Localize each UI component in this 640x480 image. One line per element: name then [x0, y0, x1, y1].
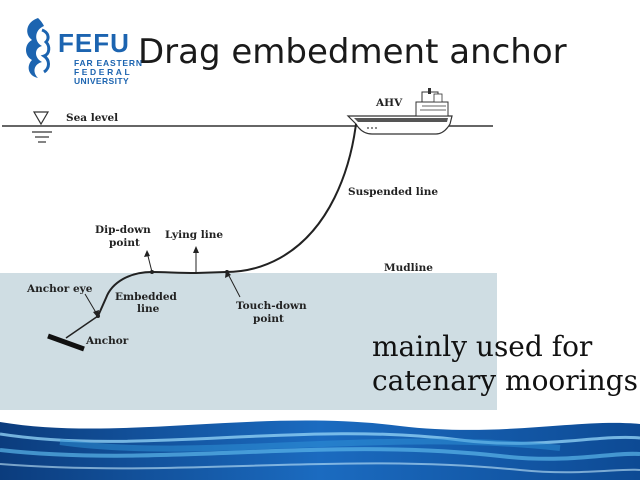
note-line-1: mainly used for [372, 330, 593, 363]
slide-title: Drag embedment anchor [138, 32, 567, 72]
note-line-2: catenary moorings [372, 364, 638, 397]
anchor-eye-arrow [84, 293, 100, 318]
anchor-label: Anchor [85, 335, 129, 347]
mudline-label: Mudline [384, 262, 433, 274]
seahorse-logo-icon [26, 18, 51, 78]
ahv-label: AHV [375, 97, 403, 109]
embedded-line-label-line-1: Embedded [115, 291, 177, 303]
dip-down-label-line-2: point [109, 237, 140, 249]
embedded-line-label-line-2: line [137, 303, 160, 315]
dip-down-label-line-1: Dip-down [95, 224, 151, 236]
touch-down-arrow [225, 270, 241, 298]
logo-line-1: FAR EASTERN [74, 58, 143, 68]
anchor-fluke [47, 333, 85, 352]
anchor-diagram: Sea level AHV Mudline Suspended line Dip… [0, 88, 497, 410]
logo-line-2: FEDERAL [74, 67, 133, 77]
logo-wordmark: FEFU [58, 28, 130, 58]
note-text: mainly used for catenary moorings [372, 330, 638, 398]
mooring-line [97, 123, 357, 317]
sea-level-label: Sea level [66, 112, 118, 124]
dip-down-arrow [144, 250, 154, 274]
anchor-shank [65, 315, 99, 339]
suspended-line-label: Suspended line [348, 186, 438, 198]
seabed-area [0, 273, 497, 410]
touch-down-label-line-1: Touch-down [236, 300, 307, 312]
logo-line-3: UNIVERSITY [74, 76, 130, 86]
sea-level-symbol-icon [32, 111, 52, 143]
lying-line-arrow [193, 246, 199, 272]
footer-wave-banner [0, 412, 640, 480]
ahv-ship-icon [346, 88, 453, 135]
touch-down-label-line-2: point [253, 313, 284, 325]
anchor-eye-label: Anchor eye [26, 283, 93, 295]
lying-line-label: Lying line [165, 229, 223, 241]
fefu-logo: FEFU FAR EASTERN FEDERAL UNIVERSITY [20, 16, 142, 86]
